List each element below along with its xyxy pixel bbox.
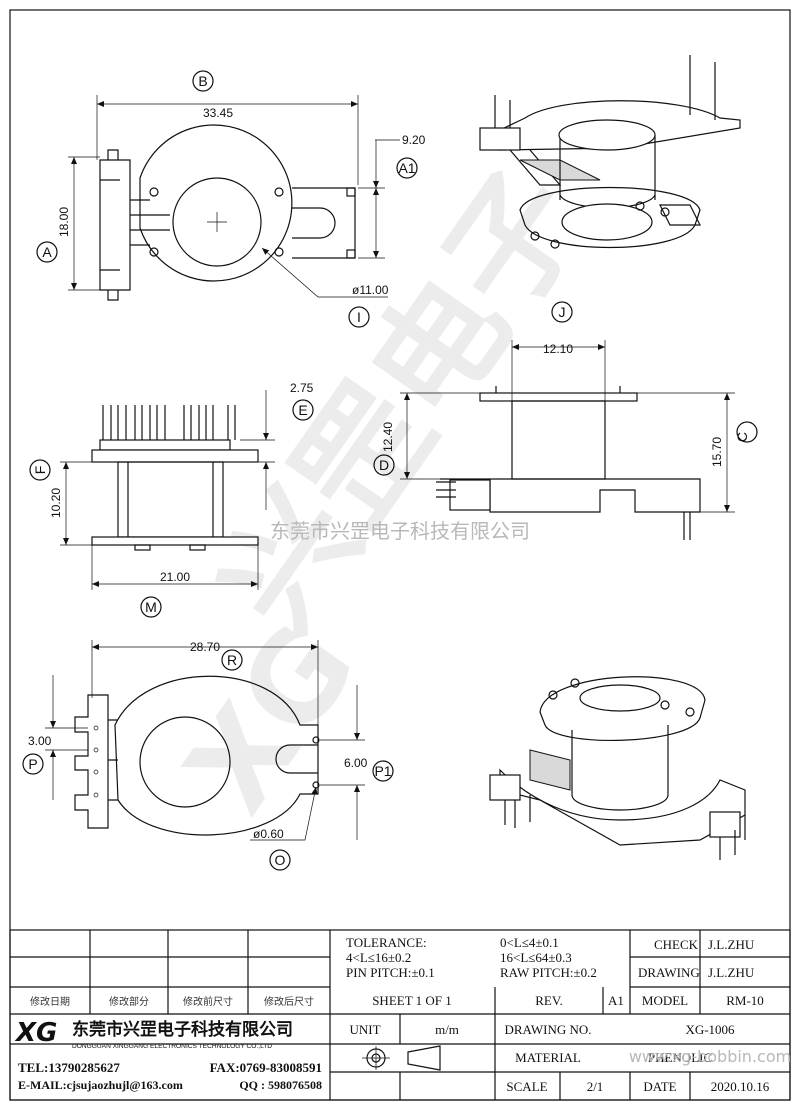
dim-label-P: P: [28, 756, 37, 772]
dim-value-P: 3.00: [28, 734, 52, 748]
model-label: MODEL: [642, 993, 688, 1008]
watermark-url: www.xg-bobbin.com: [629, 1047, 791, 1066]
isometric-view-top: [479, 55, 741, 249]
dim-label-D: D: [379, 457, 389, 473]
dim-label-M: M: [145, 599, 157, 615]
check-value: J.L.ZHU: [708, 937, 755, 952]
scale-label: SCALE: [506, 1079, 547, 1094]
watermark-logo-letters: XG: [160, 600, 383, 836]
model-value: RM-10: [726, 993, 764, 1008]
bottom-view: 28.70 R 3.00 P 6.00 P1 ø0.60 O: [22, 640, 394, 871]
dim-value-A1: 9.20: [402, 133, 426, 147]
material-value: PHENOLIC: [648, 1050, 712, 1065]
company-logo-text: XG: [14, 1018, 57, 1048]
tolerance-row-1: 0<L≤4±0.1: [500, 935, 559, 950]
dim-value-D: 12.40: [381, 422, 395, 452]
unit-value: m/m: [435, 1022, 459, 1037]
tolerance-label: TOLERANCE:: [346, 935, 427, 950]
dim-value-I: ø11.00: [352, 283, 389, 297]
check-label: CHECK: [654, 937, 699, 952]
dim-value-P1: 6.00: [344, 756, 368, 770]
center-hole: [172, 177, 262, 267]
date-value: 2020.10.16: [711, 1079, 770, 1094]
dim-label-P1: P1: [374, 763, 391, 779]
company-name-en: DONGGUAN XINGGANG ELECTRONICS TECHNOLOGY…: [72, 1043, 272, 1050]
diagonal-watermark: 兴罡电子 XG: [160, 145, 614, 837]
dim-label-A: A: [42, 244, 52, 260]
dim-label-E: E: [298, 402, 307, 418]
rev-col-after: 修改后尺寸: [264, 995, 314, 1008]
dim-value-C: 15.70: [710, 437, 724, 467]
dim-value-O: ø0.60: [253, 827, 284, 841]
dim-value-A: 18.00: [57, 207, 71, 237]
dim-value-R: 28.70: [190, 640, 220, 654]
rev-col-date: 修改日期: [30, 995, 70, 1008]
projection-symbol: [362, 1045, 441, 1071]
pin-pitch: PIN PITCH:±0.1: [346, 965, 435, 980]
dim-label-O: O: [275, 852, 286, 868]
unit-label: UNIT: [349, 1022, 380, 1037]
dim-label-B: B: [198, 73, 207, 89]
company-name-cn: 东莞市兴罡电子科技有限公司: [72, 1019, 293, 1040]
dim-label-F: F: [32, 466, 48, 475]
top-view: 33.45 B 9.20 A1 18.00 A ø11.00 I: [36, 70, 426, 328]
dim-label-R: R: [227, 652, 237, 668]
isometric-view-bottom: [489, 676, 746, 860]
side-view: 12.10 J 12.40 D 15.70 C: [373, 301, 758, 540]
drawing-value: J.L.ZHU: [708, 965, 755, 980]
tolerance-row-3: 16<L≤64±0.3: [500, 950, 572, 965]
drawing-no-label: DRAWING NO.: [504, 1022, 591, 1037]
drawing-no-value: XG-1006: [685, 1022, 735, 1037]
company-fax: FAX:0769-83008591: [210, 1060, 322, 1075]
dim-value-J: 12.10: [543, 342, 573, 356]
dim-value-M: 21.00: [160, 570, 190, 584]
tolerance-row-2: 4<L≤16±0.2: [346, 950, 411, 965]
dim-value-E: 2.75: [290, 381, 314, 395]
raw-pitch: RAW PITCH:±0.2: [500, 965, 597, 980]
drawing-label: DRAWING: [638, 965, 700, 980]
dim-label-C: C: [734, 432, 750, 442]
rev-label: REV.: [535, 993, 563, 1008]
dim-value-F: 10.20: [49, 488, 63, 518]
title-block: 修改日期 修改部分 修改前尺寸 修改后尺寸 TOLERANCE: 4<L≤16±…: [9, 929, 791, 1101]
dim-label-I: I: [357, 309, 361, 325]
rev-value: A1: [608, 993, 624, 1008]
front-view: 2.75 E 10.20 F 21.00 M: [29, 381, 314, 618]
material-label: MATERIAL: [515, 1050, 581, 1065]
rev-col-part: 修改部分: [109, 995, 149, 1008]
company-logo: XG: [14, 1018, 57, 1048]
watermark-company-line: 东莞市兴罡电子科技有限公司: [270, 519, 530, 543]
scale-value: 2/1: [587, 1079, 604, 1094]
date-label: DATE: [643, 1079, 676, 1094]
company-qq: QQ : 598076508: [239, 1078, 322, 1092]
company-email: E-MAIL:cjsujaozhujl@163.com: [18, 1078, 183, 1092]
sheet-count: SHEET 1 OF 1: [372, 993, 452, 1008]
rev-col-before: 修改前尺寸: [183, 995, 233, 1008]
dim-label-A1: A1: [398, 160, 415, 176]
company-tel: TEL:13790285627: [18, 1060, 120, 1075]
dim-label-J: J: [559, 304, 566, 320]
dim-value-B: 33.45: [203, 106, 233, 120]
